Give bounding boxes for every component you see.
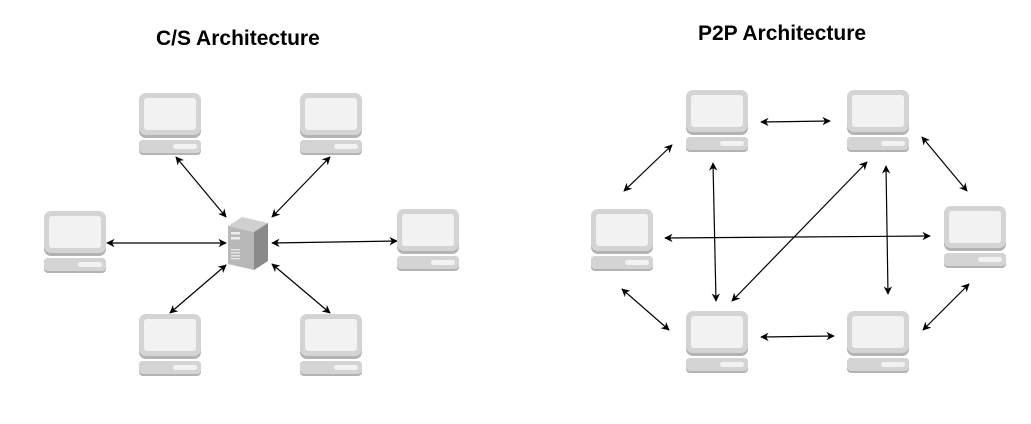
connection-arrow-server-cs-pc-top-left <box>175 156 227 218</box>
computer-icon <box>686 90 748 152</box>
connection-arrow-p2p-pc-top-left-p2p-pc-left <box>623 144 673 192</box>
computer-icon <box>300 93 362 155</box>
connection-arrow-p2p-pc-right-p2p-pc-bottom-right <box>922 283 970 331</box>
p2p-architecture-title: P2P Architecture <box>698 22 867 45</box>
connection-arrow-p2p-pc-top-left-p2p-pc-top-right <box>760 116 831 127</box>
computer-icon <box>591 209 653 271</box>
connection-arrow-p2p-pc-left-p2p-pc-bottom-left <box>621 288 670 331</box>
server-icon <box>228 217 268 270</box>
computer-icon <box>139 93 201 155</box>
connection-arrow-p2p-pc-top-right-p2p-pc-bottom-right <box>881 165 893 295</box>
connection-arrow-server-cs-pc-top-right <box>271 156 331 218</box>
connection-arrow-server-cs-pc-bottom-right <box>271 263 331 314</box>
computer-icon <box>300 314 362 376</box>
computer-icon <box>847 311 909 373</box>
computer-icon <box>686 311 748 373</box>
computer-icon <box>44 211 106 273</box>
connection-arrow-server-cs-pc-bottom-left <box>169 264 227 314</box>
computer-icon <box>139 314 201 376</box>
computer-icon <box>847 90 909 152</box>
connection-arrow-server-cs-pc-right <box>271 236 398 248</box>
computer-icon <box>397 209 459 271</box>
cs-architecture-title: C/S Architecture <box>156 27 320 50</box>
connection-arrow-p2p-pc-top-left-p2p-pc-bottom-left <box>708 162 721 302</box>
connection-arrow-p2p-pc-left-p2p-pc-right <box>664 231 931 243</box>
connection-arrow-p2p-pc-top-right-p2p-pc-bottom-left <box>731 161 868 302</box>
computer-icon <box>944 206 1006 268</box>
connection-arrow-p2p-pc-bottom-left-p2p-pc-bottom-right <box>760 331 835 342</box>
connection-arrow-p2p-pc-top-right-p2p-pc-right <box>921 136 968 192</box>
